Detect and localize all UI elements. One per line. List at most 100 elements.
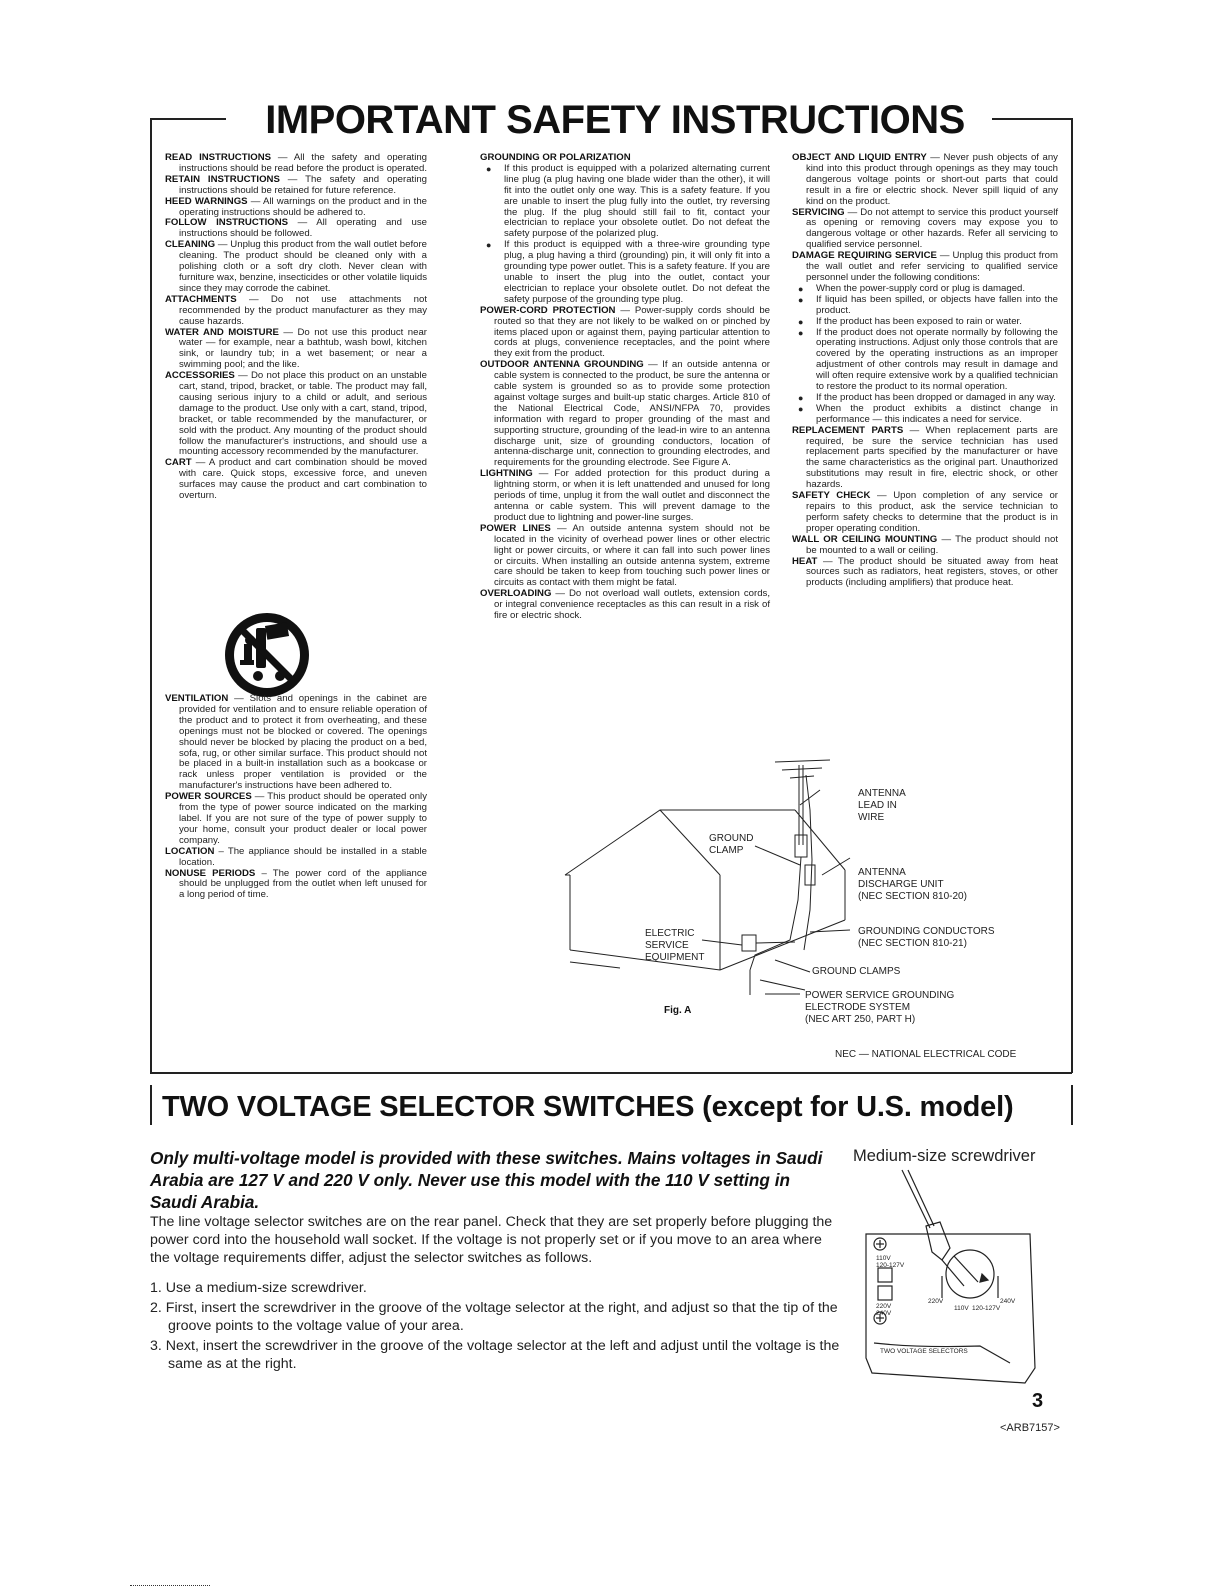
instruction-item: CLEANING — Unplug this product from the … [165, 239, 427, 295]
label-ground-clamps: GROUND CLAMPS [812, 966, 901, 977]
instruction-heading: LOCATION [165, 845, 215, 857]
bullet-dot-icon: ● [486, 163, 492, 174]
instruction-heading: POWER LINES [480, 522, 551, 534]
instruction-text: — Slots and openings in the cabinet are … [179, 693, 427, 792]
instruction-text: — Unplug this product from the wall outl… [179, 239, 427, 294]
voltage-intro: The line voltage selector switches are o… [150, 1214, 833, 1266]
label-discharge-unit: ANTENNA DISCHARGE UNIT (NEC SECTION 810-… [858, 867, 967, 902]
bullet-item: ●If the product does not operate normall… [792, 327, 1058, 393]
title-rule-right [992, 118, 1072, 120]
instruction-text: If this product is equipped with a polar… [504, 162, 770, 240]
instruction-heading: REPLACEMENT PARTS [792, 424, 904, 436]
bullet-dot-icon: ● [798, 294, 804, 305]
model-code: <ARB7157> [1000, 1422, 1060, 1434]
step-item: 3. Next, insert the screwdriver in the g… [150, 1338, 840, 1372]
instruction-heading: DAMAGE REQUIRING SERVICE [792, 250, 937, 262]
grounding-diagram [564, 759, 851, 995]
instruction-item: GROUNDING OR POLARIZATION [480, 152, 770, 164]
instruction-heading: OBJECT AND LIQUID ENTRY [792, 152, 927, 163]
selectors-caption: TWO VOLTAGE SELECTORS [880, 1348, 968, 1355]
instruction-item: CART — A product and cart combination sh… [165, 457, 427, 502]
instruction-text: — All the safety and operating instructi… [179, 152, 427, 174]
instruction-item: ATTACHMENTS — Do not use attachments not… [165, 293, 427, 328]
instruction-heading: ACCESSORIES [165, 370, 235, 382]
instruction-item: READ INSTRUCTIONS — All the safety and o… [165, 152, 427, 175]
dial-120v: 120-127V [972, 1305, 1001, 1312]
instruction-text: — A product and cart combination should … [179, 457, 427, 502]
screwdriver-caption: Medium-size screwdriver [853, 1147, 1036, 1165]
dial-240v: 240V [1000, 1298, 1016, 1305]
figure-a-label: Fig. A [664, 1005, 692, 1016]
instruction-heading: WALL OR CEILING MOUNTING [792, 533, 938, 545]
bullet-item: ●If this product is equipped with a thre… [480, 239, 770, 305]
safety-column-1-lower: VENTILATION — Slots and openings in the … [165, 693, 427, 902]
instruction-text: — The product should not be mounted to a… [806, 533, 1058, 556]
instruction-text: — An outside antenna system should not b… [494, 522, 770, 589]
instruction-text: — Never push objects of any kind into th… [806, 152, 1058, 207]
bullet-dot-icon: ● [486, 240, 492, 251]
instruction-item: NONUSE PERIODS – The power cord of the a… [165, 867, 427, 902]
instruction-item: ACCESSORIES — Do not place this product … [165, 370, 427, 458]
title-rule-left [150, 118, 226, 120]
instruction-text: – The appliance should be installed in a… [179, 845, 427, 868]
label-240v: 240V [876, 1310, 892, 1317]
instruction-item: WALL OR CEILING MOUNTING — The product s… [792, 533, 1058, 557]
bullet-dot-icon: ● [798, 392, 804, 403]
instruction-text: — The product should be situated away fr… [806, 555, 1058, 589]
instruction-heading: HEAT [792, 555, 818, 567]
instruction-item: DAMAGE REQUIRING SERVICE — Unplug this p… [792, 250, 1058, 284]
voltage-section-title: TWO VOLTAGE SELECTOR SWITCHES (except fo… [162, 1091, 1014, 1123]
instruction-text: If the product has been dropped or damag… [816, 391, 1056, 403]
instruction-heading: HEED WARNINGS [165, 195, 248, 207]
instruction-heading: POWER-CORD PROTECTION [480, 304, 616, 316]
instruction-text: — Power-supply cords should be routed so… [494, 304, 770, 360]
safety-column-3: OBJECT AND LIQUID ENTRY — Never push obj… [792, 152, 1058, 590]
instruction-item: WATER AND MOISTURE — Do not use this pro… [165, 326, 427, 372]
safety-column-2: GROUNDING OR POLARIZATION●If this produc… [480, 152, 770, 622]
safety-column-1: READ INSTRUCTIONS — All the safety and o… [165, 152, 427, 502]
instruction-item: FOLLOW INSTRUCTIONS — All operating and … [165, 217, 427, 240]
instruction-heading: CART [165, 457, 192, 469]
instruction-heading: WATER AND MOISTURE [165, 326, 279, 338]
step-item: 1. Use a medium-size screwdriver. [150, 1280, 367, 1296]
dial-220v: 220V [928, 1298, 944, 1305]
instruction-heading: POWER SOURCES [165, 791, 252, 803]
instruction-heading: FOLLOW INSTRUCTIONS [165, 217, 289, 229]
voltage-title-bar-left [150, 1085, 152, 1125]
instruction-heading: NONUSE PERIODS [165, 867, 256, 879]
bullet-item: ● When the power-supply cord or plug is d… [792, 282, 1058, 295]
instruction-text: — The safety and operating instructions … [179, 173, 427, 196]
bullet-dot-icon: ● [798, 403, 804, 414]
instruction-heading: VENTILATION [165, 693, 229, 704]
instruction-heading: READ INSTRUCTIONS [165, 152, 272, 163]
nec-note: NEC — NATIONAL ELECTRICAL CODE [835, 1049, 1017, 1060]
instruction-item: POWER-CORD PROTECTION — Power-supply cor… [480, 304, 770, 361]
label-220v: 220V [876, 1303, 892, 1310]
instruction-text: — All operating and use instructions sho… [179, 217, 427, 240]
instruction-item: POWER LINES — An outside antenna system … [480, 522, 770, 589]
instruction-item: LOCATION – The appliance should be insta… [165, 845, 427, 869]
instruction-text: — Do not place this product on an unstab… [179, 370, 427, 458]
instruction-heading: LIGHTNING [480, 468, 533, 480]
bullet-dot-icon: ● [798, 283, 804, 294]
instruction-text: — When replacement parts are required, b… [806, 424, 1058, 491]
instruction-text: — Do not overload wall outlets, extensio… [494, 588, 770, 622]
instruction-text: — This product should be operated only f… [179, 791, 427, 846]
instruction-item: OVERLOADING — Do not overload wall outle… [480, 588, 770, 622]
bullet-item: ●If the product has been exposed to rain… [792, 316, 1058, 328]
instruction-text: When the product exhibits a distinct cha… [816, 402, 1058, 425]
label-ground-clamp: GROUND CLAMP [709, 833, 754, 856]
instruction-heading: CLEANING [165, 239, 216, 251]
instruction-text: — Do not use attachments not recommended… [179, 293, 427, 327]
instruction-heading: GROUNDING OR POLARIZATION [480, 152, 631, 163]
instruction-item: SERVICING — Do not attempt to service th… [792, 207, 1058, 252]
instruction-text: When the power-supply cord or plug is da… [816, 282, 1026, 294]
instruction-text: If liquid has been spilled, or objects h… [816, 293, 1058, 316]
voltage-warning: Only multi-voltage model is provided wit… [150, 1148, 823, 1212]
instruction-item: HEAT — The product should be situated aw… [792, 555, 1058, 590]
label-power-service: POWER SERVICE GROUNDING ELECTRODE SYSTEM… [805, 990, 955, 1025]
dial-110v: 110V [954, 1305, 969, 1312]
frame-right [1071, 118, 1073, 1073]
label-120v: 120-127V [876, 1262, 905, 1269]
bullet-dot-icon: ● [798, 327, 804, 338]
